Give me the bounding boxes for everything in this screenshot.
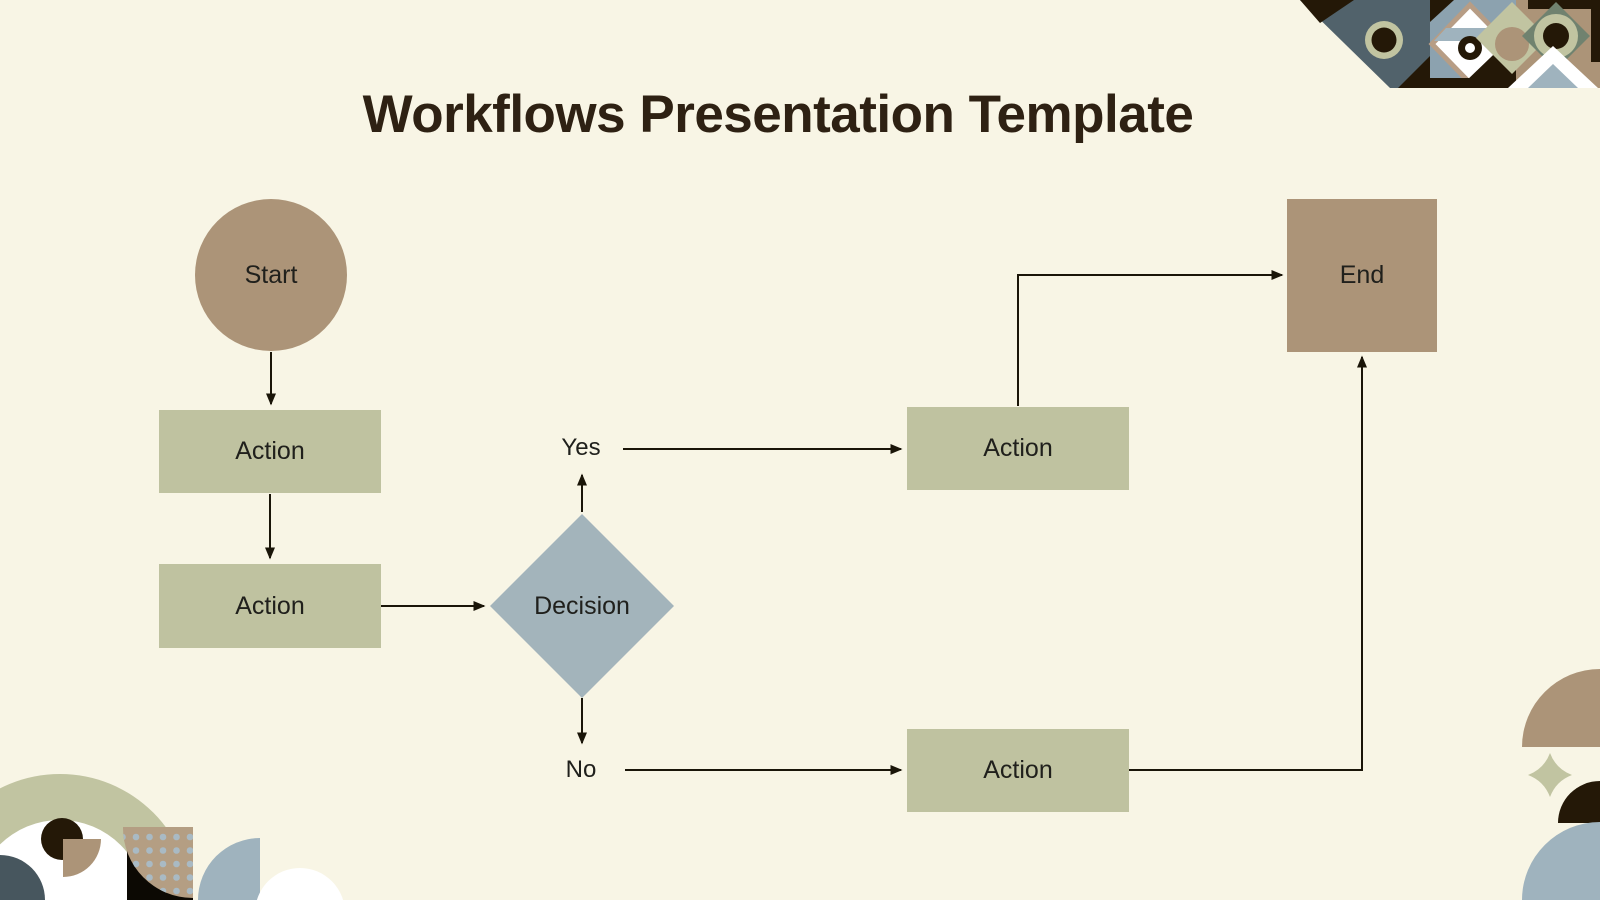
flow-node-label: Action (983, 756, 1053, 784)
flow-node-label: End (1339, 261, 1385, 289)
flow-node-action-2: Action (159, 564, 381, 648)
edge-label-yes: Yes (561, 434, 601, 461)
page-title: Workflows Presentation Template (362, 85, 1194, 144)
flow-node-start: Start (195, 199, 347, 351)
edge-action-no-to-end (1129, 355, 1367, 771)
bottom-left-decoration (0, 774, 344, 900)
top-right-decoration (1300, 0, 1600, 88)
edge-label-no: No (565, 756, 597, 783)
dotted-square (122, 827, 193, 900)
flow-node-label: Action (983, 434, 1053, 462)
edge-action-yes-to-end (1017, 270, 1284, 406)
flow-node-action-1: Action (159, 410, 381, 493)
flow-node-label: Action (235, 437, 305, 465)
flow-node-end: End (1287, 199, 1437, 352)
flow-node-action-yes: Action (907, 407, 1129, 490)
sparkle-icon (1528, 753, 1572, 797)
flow-node-label: Action (235, 591, 305, 620)
flow-node-action-no: Action (907, 729, 1129, 812)
flow-node-label: Start (244, 260, 298, 289)
flow-node-label: Decision (534, 591, 630, 620)
bottom-right-decoration (1522, 669, 1600, 900)
flow-connectors (265, 270, 1367, 775)
